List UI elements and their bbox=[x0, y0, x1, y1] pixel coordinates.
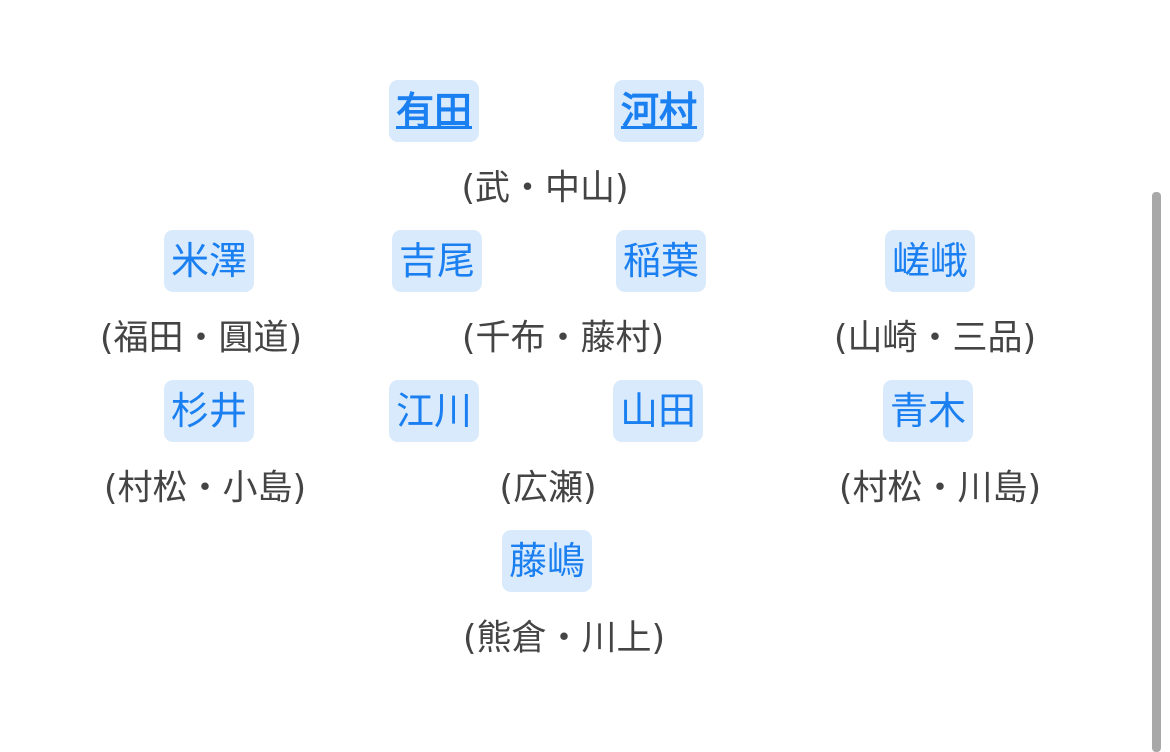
player-link[interactable]: 山田 bbox=[612, 380, 704, 442]
player-link[interactable]: 米澤 bbox=[163, 230, 255, 292]
player-link[interactable]: 藤嶋 bbox=[501, 530, 593, 592]
substitutes-label: (村松・川島) bbox=[838, 468, 1042, 509]
player-link[interactable]: 青木 bbox=[882, 380, 974, 442]
player-link[interactable]: 稲葉 bbox=[615, 230, 707, 292]
substitutes-label: (福田・圓道) bbox=[99, 318, 303, 359]
player-link[interactable]: 有田 bbox=[388, 80, 480, 142]
player-link[interactable]: 河村 bbox=[613, 80, 705, 142]
substitutes-label: (千布・藤村) bbox=[461, 318, 665, 359]
substitutes-label: (武・中山) bbox=[461, 168, 629, 209]
player-link[interactable]: 嵯峨 bbox=[884, 230, 976, 292]
player-link[interactable]: 吉尾 bbox=[391, 230, 483, 292]
player-link[interactable]: 杉井 bbox=[163, 380, 255, 442]
scrollbar[interactable] bbox=[1152, 192, 1161, 752]
substitutes-label: (熊倉・川上) bbox=[462, 618, 666, 659]
substitutes-label: (山崎・三品) bbox=[833, 318, 1037, 359]
substitutes-label: (村松・小島) bbox=[103, 468, 307, 509]
player-link[interactable]: 江川 bbox=[388, 380, 480, 442]
substitutes-label: (広瀬) bbox=[499, 468, 597, 509]
